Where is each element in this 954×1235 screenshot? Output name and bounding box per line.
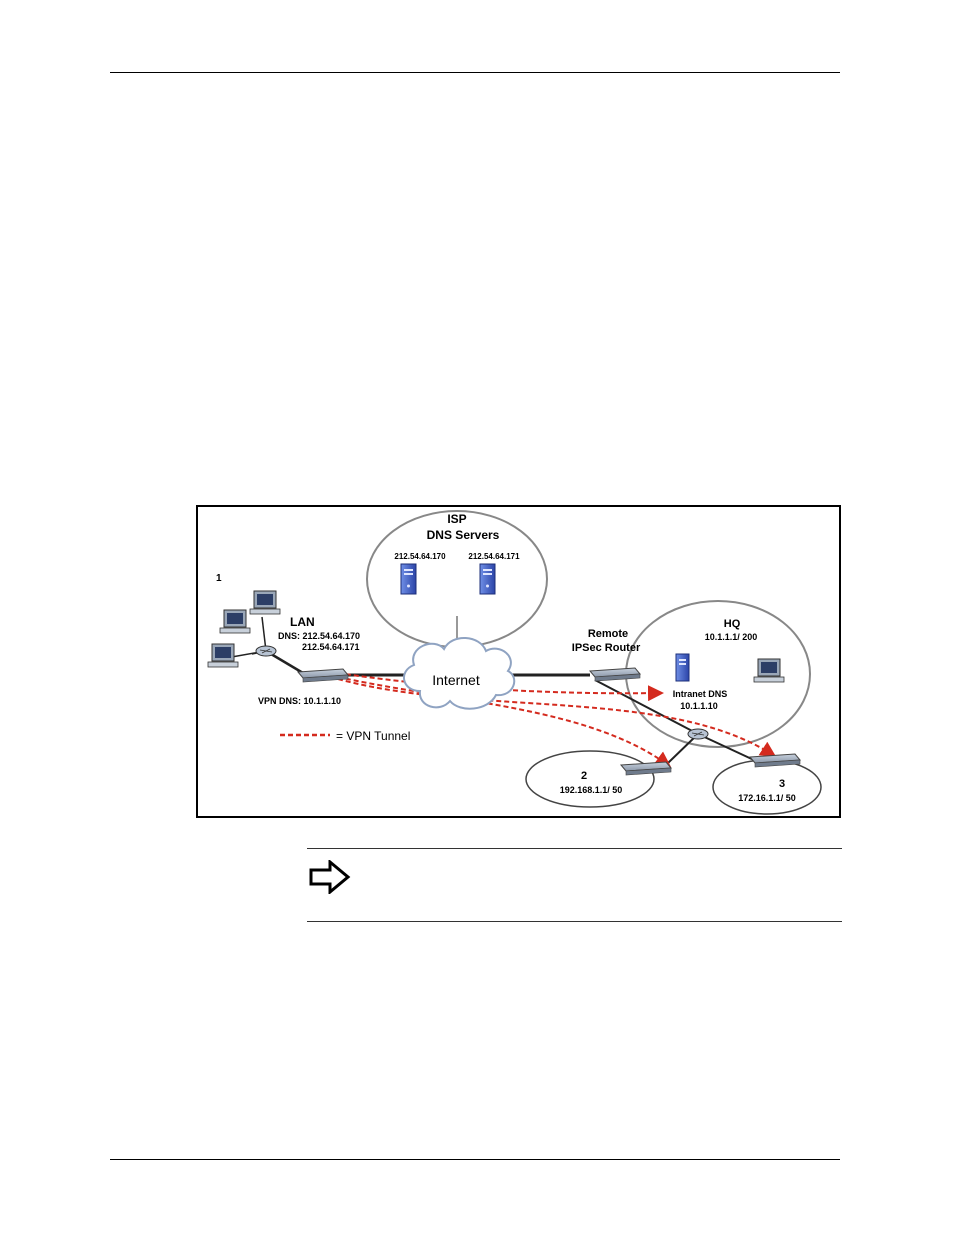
- isp-dns-1-label: 212.54.64.170: [394, 552, 446, 561]
- intranet-dns-label: Intranet DNS: [673, 689, 728, 699]
- lan-dns-2-label: 212.54.64.171: [302, 642, 360, 652]
- header-rule: [110, 72, 840, 73]
- vpn-dns-label: VPN DNS: 10.1.1.10: [258, 696, 341, 706]
- internet-label: Internet: [432, 672, 480, 688]
- site-3-subnet-label: 172.16.1.1/ 50: [738, 793, 796, 803]
- hq-computer-icon: [754, 659, 784, 682]
- isp-dns-server-2-icon: [480, 564, 495, 594]
- diagram-canvas: Internet: [198, 507, 839, 816]
- arrow-right-outline-icon: [308, 860, 352, 899]
- isp-subtitle: DNS Servers: [427, 528, 500, 542]
- lan-label: LAN: [290, 615, 315, 629]
- lan-computer-1-icon: [250, 591, 280, 614]
- hq-switch-icon: [688, 729, 708, 739]
- note-top-rule: [307, 848, 842, 849]
- remote-label-line-1: Remote: [588, 628, 628, 640]
- hq-ellipse: [626, 601, 810, 747]
- lan-dns-1-label: DNS: 212.54.64.170: [278, 631, 360, 641]
- site-2-label: 2: [581, 770, 587, 782]
- site-1-label: 1: [216, 573, 222, 584]
- vpn-network-diagram: Internet: [196, 505, 841, 818]
- isp-title: ISP: [447, 512, 466, 526]
- remote-ipsec-router-icon: [590, 668, 640, 681]
- site-2-ellipse: [526, 751, 654, 807]
- internet-cloud: Internet: [404, 638, 514, 709]
- site-3-router-icon: [750, 754, 800, 767]
- hq-label: HQ: [724, 618, 741, 630]
- isp-dns-2-label: 212.54.64.171: [468, 552, 520, 561]
- site-3-ellipse: [713, 760, 821, 814]
- intranet-dns-ip-label: 10.1.1.10: [680, 701, 718, 711]
- hq-subnet-label: 10.1.1.1/ 200: [705, 632, 758, 642]
- lan-switch-icon: [256, 646, 276, 656]
- remote-label-line-2: IPSec Router: [572, 642, 641, 654]
- site-2-router-icon: [621, 762, 671, 775]
- lan-computer-3-icon: [208, 644, 238, 667]
- footer-rule: [110, 1159, 840, 1160]
- lan-computer-2-icon: [220, 610, 250, 633]
- intranet-dns-server-icon: [676, 654, 689, 681]
- site-3-label: 3: [779, 778, 785, 790]
- isp-dns-server-1-icon: [401, 564, 416, 594]
- site-2-subnet-label: 192.168.1.1/ 50: [560, 785, 623, 795]
- note-bottom-rule: [307, 921, 842, 922]
- legend-label: = VPN Tunnel: [336, 729, 410, 743]
